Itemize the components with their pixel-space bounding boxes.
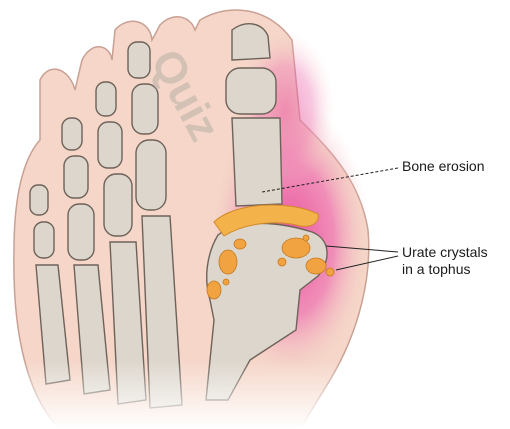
urate-label-line1: Urate crystals (402, 244, 488, 261)
urate-label-line2: in a tophus (402, 261, 488, 278)
urate-crystals-label: Urate crystals in a tophus (402, 244, 488, 278)
bone-erosion-label: Bone erosion (402, 158, 485, 175)
